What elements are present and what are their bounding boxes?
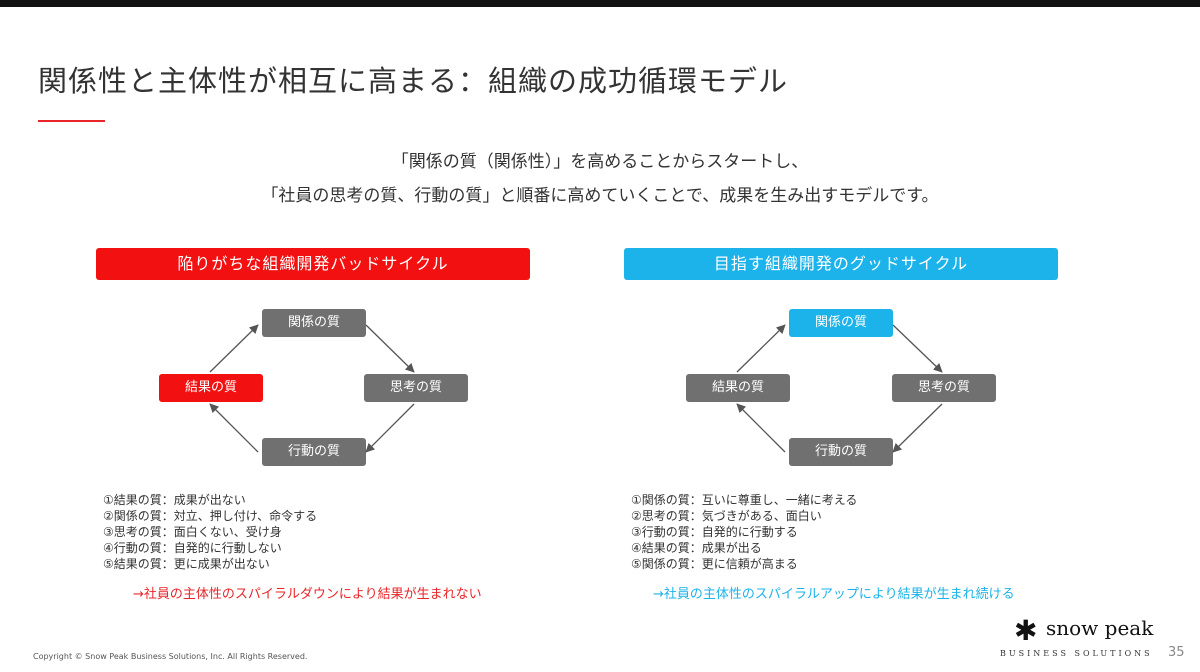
list-item: ②関係の質：対立、押し付け、命令する [103, 509, 318, 523]
bad-cycle-list: ①結果の質：成果が出ない ②関係の質：対立、押し付け、命令する ③思考の質：面白… [103, 492, 317, 572]
good-cycle-conclusion: →社員の主体性のスパイラルアップにより結果が生まれ続ける [653, 587, 1015, 602]
bad-node-result: 結果の質 [159, 374, 263, 402]
page-title: 関係性と主体性が相互に高まる：組織の成功循環モデル [38, 64, 789, 98]
top-bar [0, 0, 1200, 7]
good-cycle-list: ①関係の質：互いに尊重し、一緒に考える ②思考の質：気づきがある、面白い ③行動… [631, 492, 857, 572]
bad-arrow-relationship-to-thinking [365, 324, 415, 373]
good-arrow-thinking-to-action [892, 403, 943, 453]
bad-node-relationship: 関係の質 [262, 309, 366, 337]
bad-arrow-result-to-relationship [209, 324, 259, 373]
good-node-relationship: 関係の質 [789, 309, 893, 337]
bad-node-thinking: 思考の質 [364, 374, 468, 402]
bad-arrow-action-to-result [209, 403, 259, 453]
bad-node-action: 行動の質 [262, 438, 366, 466]
good-node-thinking: 思考の質 [892, 374, 996, 402]
copyright-text: Copyright © Snow Peak Business Solutions… [33, 652, 308, 661]
bad-arrow-thinking-to-action [365, 403, 415, 453]
list-item: ⑤関係の質：更に信頼が高まる [631, 557, 798, 571]
bad-cycle-conclusion: →社員の主体性のスパイラルダウンにより結果が生まれない [133, 587, 482, 602]
intro-line-1: 「関係の質（関係性）」を高めることからスタートし、 [391, 152, 809, 172]
good-arrow-result-to-relationship [736, 324, 786, 373]
good-node-action: 行動の質 [789, 438, 893, 466]
good-node-result: 結果の質 [686, 374, 790, 402]
list-item: ③思考の質：面白くない、受け身 [103, 525, 282, 539]
list-item: ①関係の質：互いに尊重し、一緒に考える [631, 493, 858, 507]
page-number: 35 [1168, 645, 1185, 660]
list-item: ④結果の質：成果が出る [631, 541, 762, 555]
logo-subtitle: BUSINESS SOLUTIONS [1000, 649, 1153, 658]
good-cycle-banner: 目指す組織開発のグッドサイクル [624, 248, 1058, 280]
logo-name: snow peak [1046, 616, 1154, 640]
intro-line-2: 「社員の思考の質、行動の質」と順番に高めていくことで、成果を生み出すモデルです。 [261, 186, 939, 206]
list-item: ⑤結果の質：更に成果が出ない [103, 557, 270, 571]
list-item: ④行動の質：自発的に行動しない [103, 541, 282, 555]
snowflake-icon: ✱ [1014, 614, 1038, 647]
good-arrow-action-to-result [736, 403, 786, 453]
good-arrow-relationship-to-thinking [892, 324, 943, 373]
list-item: ③行動の質：自発的に行動する [631, 525, 798, 539]
title-underline [38, 120, 105, 122]
bad-cycle-banner: 陥りがちな組織開発バッドサイクル [96, 248, 530, 280]
company-logo: ✱ snow peak BUSINESS SOLUTIONS [1000, 612, 1160, 662]
list-item: ①結果の質：成果が出ない [103, 493, 246, 507]
list-item: ②思考の質：気づきがある、面白い [631, 509, 822, 523]
